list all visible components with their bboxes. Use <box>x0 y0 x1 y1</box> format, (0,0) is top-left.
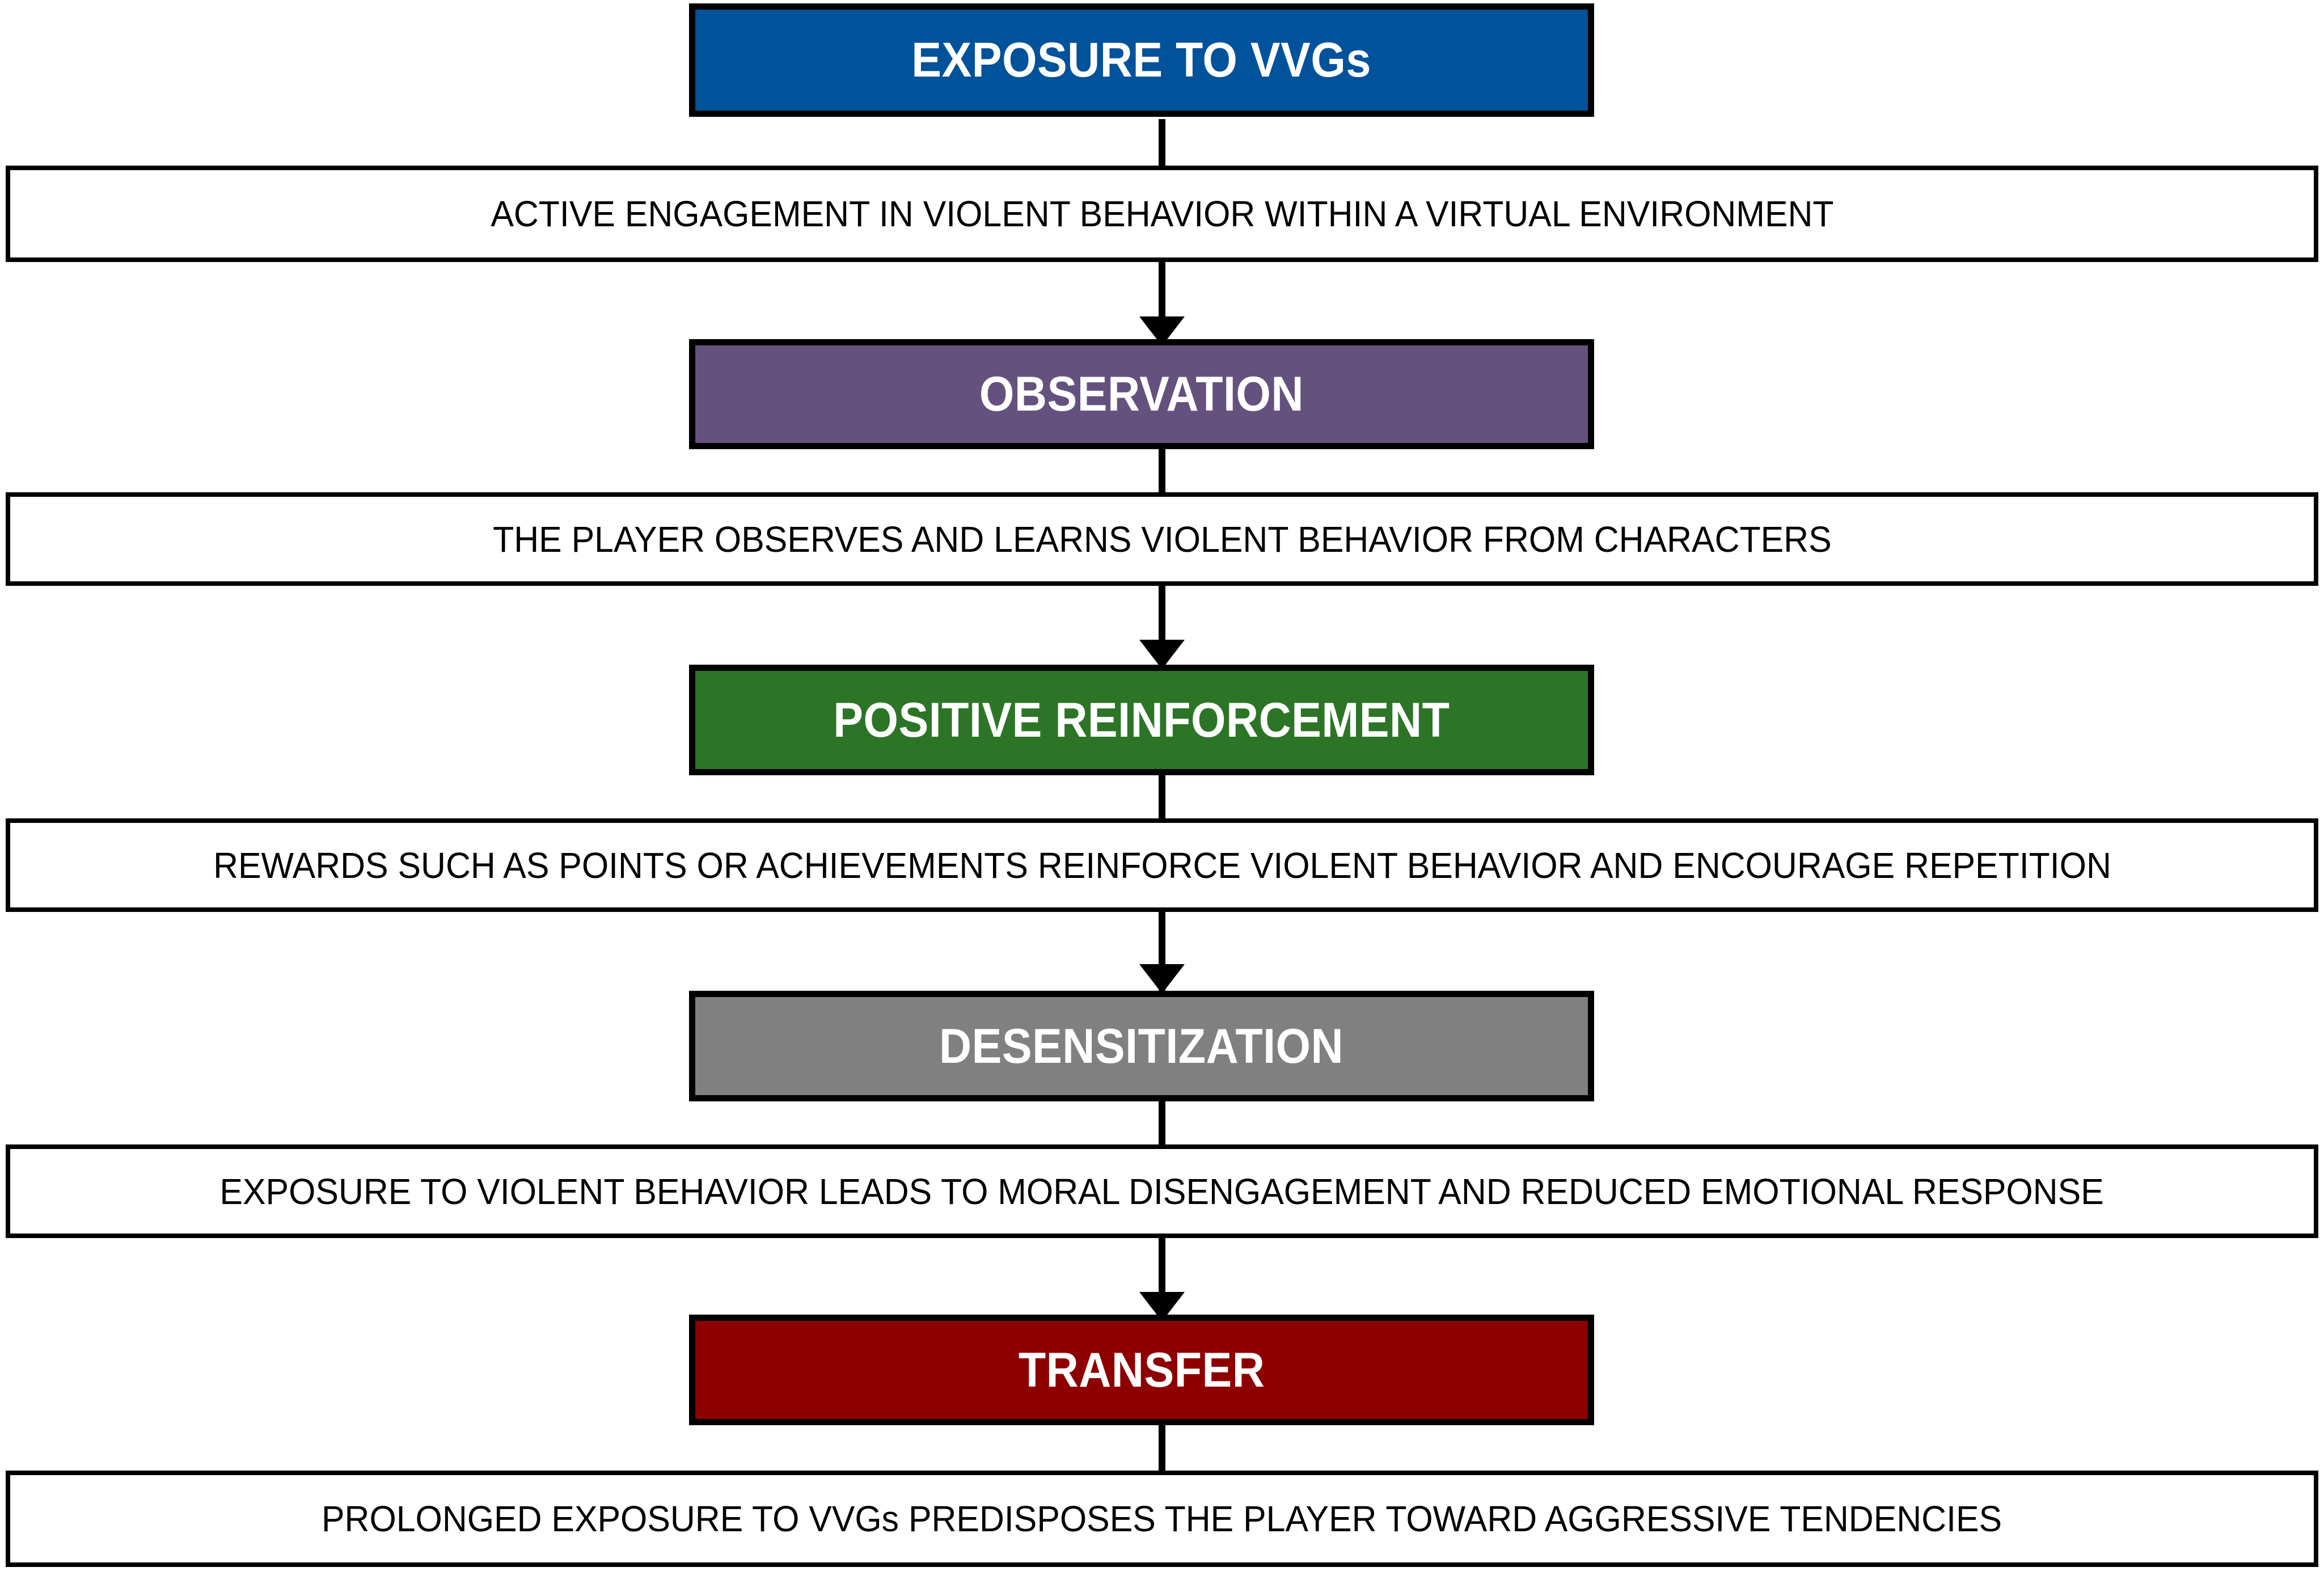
description-label-transfer: PROLONGED EXPOSURE TO VVGs PREDISPOSES T… <box>322 1498 2002 1539</box>
description-box-transfer[interactable]: PROLONGED EXPOSURE TO VVGs PREDISPOSES T… <box>6 1471 2318 1567</box>
arrowhead-to-desensitization <box>1139 964 1185 994</box>
description-label-positive-reinforcement: REWARDS SUCH AS POINTS OR ACHIEVEMENTS R… <box>213 844 2111 886</box>
description-box-exposure[interactable]: ACTIVE ENGAGEMENT IN VIOLENT BEHAVIOR WI… <box>6 166 2318 262</box>
stage-transfer-box[interactable]: TRANSFER <box>689 1315 1594 1425</box>
stage-desensitization-box[interactable]: DESENSITIZATION <box>689 991 1594 1101</box>
description-box-positive-reinforcement[interactable]: REWARDS SUCH AS POINTS OR ACHIEVEMENTS R… <box>6 818 2318 912</box>
description-box-desensitization[interactable]: EXPOSURE TO VIOLENT BEHAVIOR LEADS TO MO… <box>6 1144 2318 1238</box>
stage-label-observation: OBSERVATION <box>979 367 1304 421</box>
description-label-observation: THE PLAYER OBSERVES AND LEARNS VIOLENT B… <box>492 518 1832 560</box>
stage-exposure-to-vvgs-box[interactable]: EXPOSURE TO VVGs <box>689 3 1594 117</box>
description-box-observation[interactable]: THE PLAYER OBSERVES AND LEARNS VIOLENT B… <box>6 492 2318 586</box>
stage-label-desensitization: DESENSITIZATION <box>939 1019 1344 1074</box>
description-label-desensitization: EXPOSURE TO VIOLENT BEHAVIOR LEADS TO MO… <box>219 1171 2105 1212</box>
stage-label-exposure: EXPOSURE TO VVGs <box>911 33 1372 87</box>
stage-label-positive-reinforcement: POSITIVE REINFORCEMENT <box>833 692 1450 747</box>
stage-observation-box[interactable]: OBSERVATION <box>689 339 1594 449</box>
arrowhead-to-positive-reinforcement <box>1139 640 1185 669</box>
description-label-exposure: ACTIVE ENGAGEMENT IN VIOLENT BEHAVIOR WI… <box>490 193 1834 234</box>
stage-positive-reinforcement-box[interactable]: POSITIVE REINFORCEMENT <box>689 665 1594 775</box>
stage-label-transfer: TRANSFER <box>1018 1342 1265 1397</box>
